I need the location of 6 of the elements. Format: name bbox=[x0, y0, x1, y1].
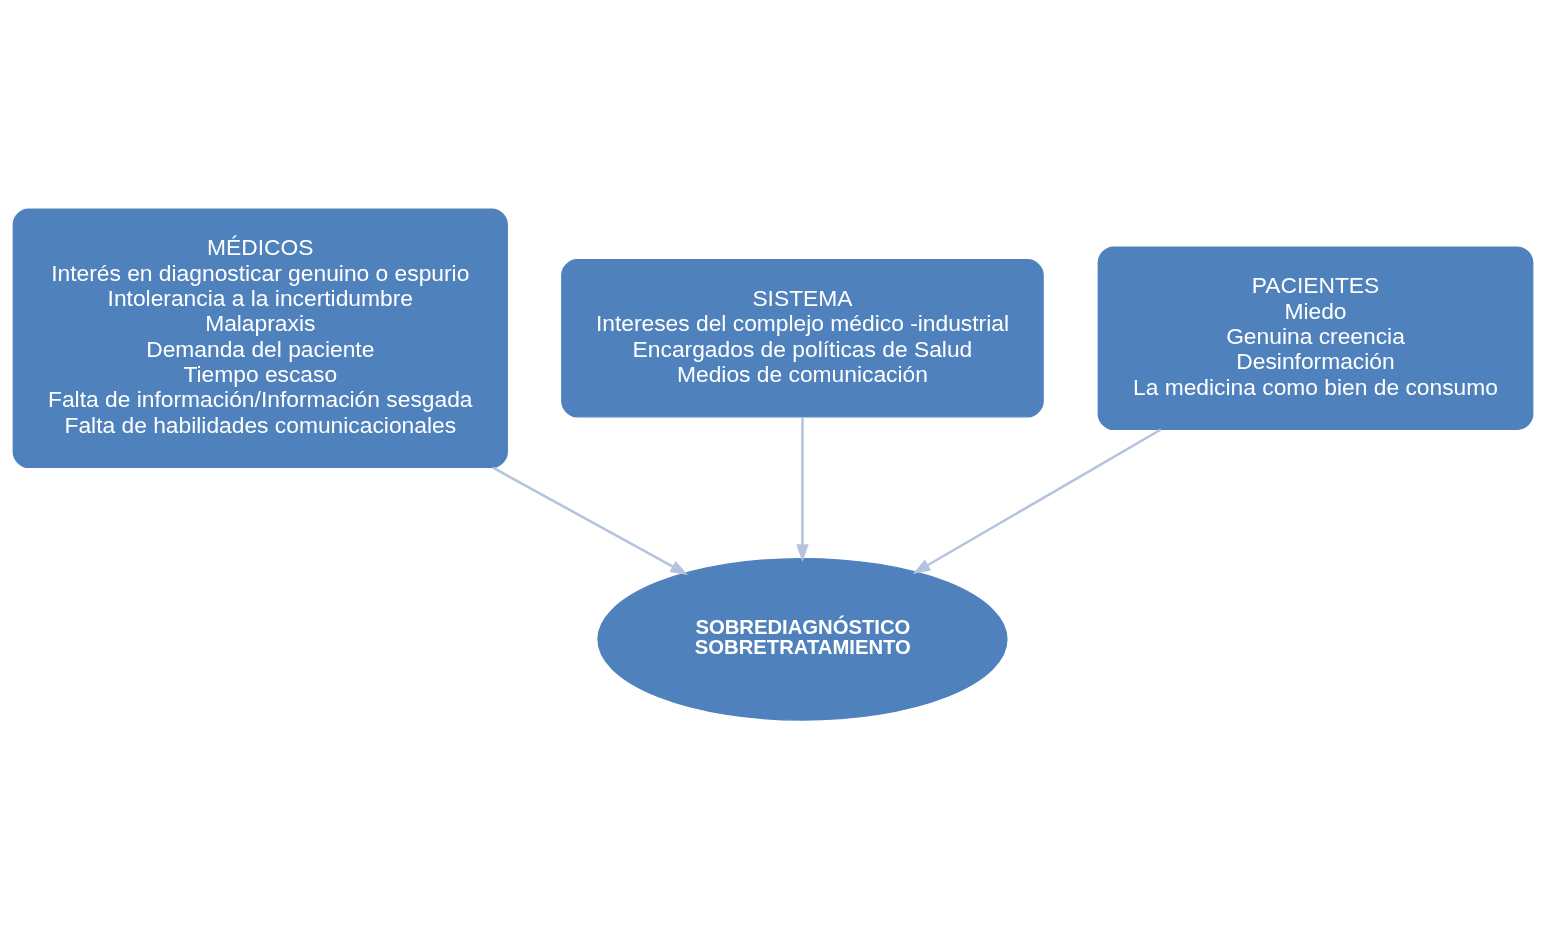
arrow bbox=[796, 416, 809, 562]
node-box: PACIENTES Miedo Genuina creencia Desinformación La medicina como bien de consumo bbox=[1097, 245, 1534, 430]
node-box: MÉDICOS Interés en diagnosticar genuino o espurio Intolerancia a la incertidumbre Malapraxis Demanda del paciente Tiempo escaso Falta de información/Información sesgada Falta de habilidades comunicacionales bbox=[12, 207, 508, 468]
node-box: SISTEMA Intereses del complejo médico -industrial Encargados de políticas de Salud Medios de comunicación bbox=[561, 258, 1044, 417]
arrow bbox=[492, 466, 689, 575]
arrow bbox=[912, 427, 1162, 574]
